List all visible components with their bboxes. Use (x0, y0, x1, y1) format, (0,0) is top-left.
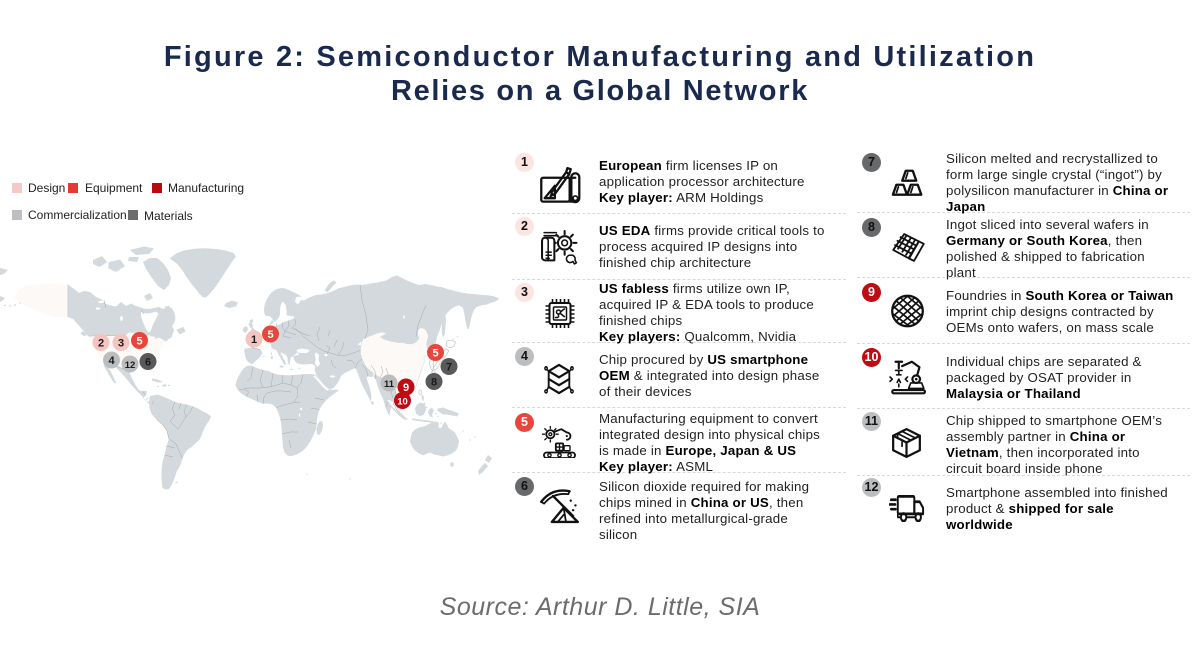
svg-text:10: 10 (397, 396, 408, 407)
svg-text:7: 7 (446, 361, 452, 373)
svg-text:4: 4 (108, 355, 115, 367)
svg-text:5: 5 (136, 335, 142, 347)
svg-text:1: 1 (251, 334, 257, 346)
svg-text:2: 2 (98, 337, 104, 349)
svg-text:11: 11 (384, 379, 395, 390)
svg-text:5: 5 (267, 329, 273, 341)
svg-text:3: 3 (118, 337, 124, 349)
svg-text:12: 12 (125, 360, 136, 371)
svg-text:8: 8 (431, 376, 437, 388)
svg-text:9: 9 (403, 382, 409, 394)
svg-text:6: 6 (145, 356, 151, 368)
svg-text:5: 5 (432, 347, 438, 359)
